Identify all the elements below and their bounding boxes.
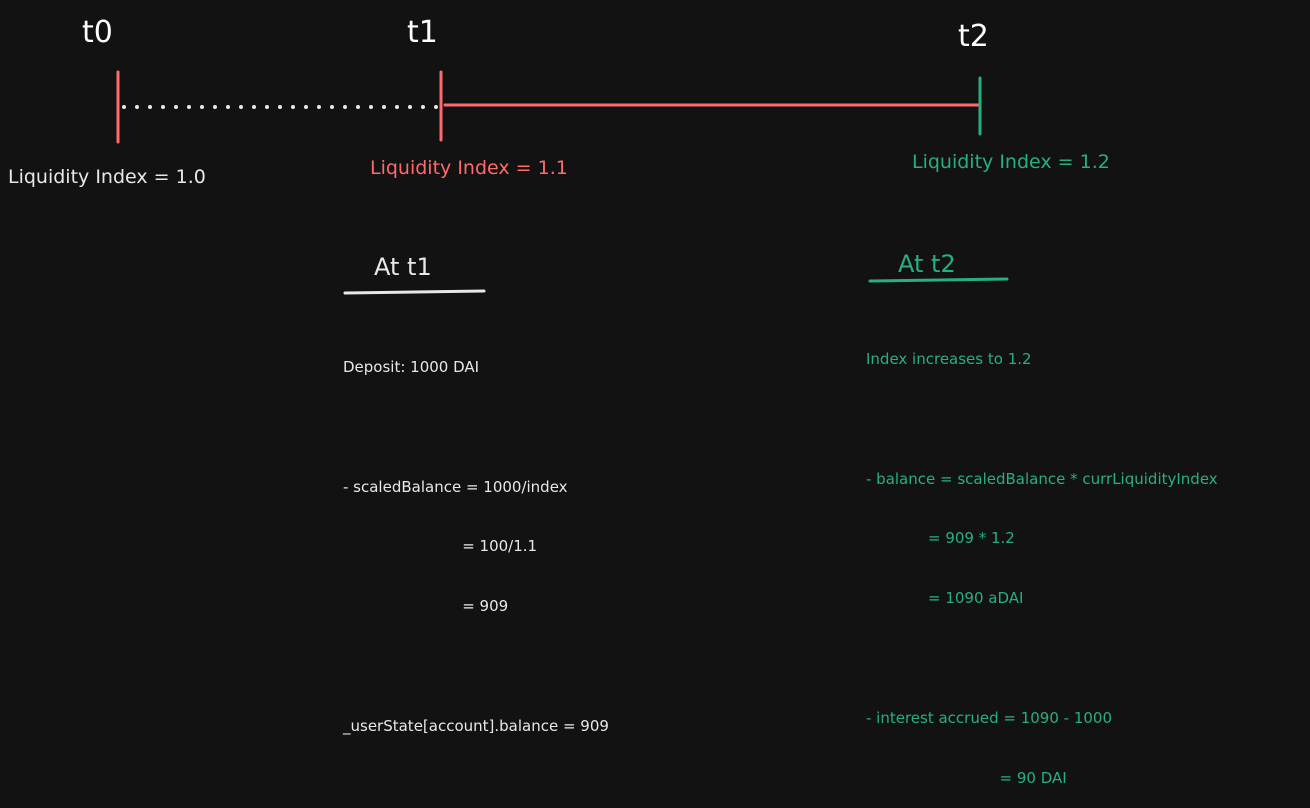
at-t1-line: _userState[account].balance = 909	[343, 716, 609, 735]
t0-label: t0	[82, 15, 113, 50]
at-t1-notes: Deposit: 1000 DAI - scaledBalance = 1000…	[343, 318, 609, 757]
at-t2-line: - interest accrued = 1090 - 1000	[866, 708, 1113, 727]
at-t2-heading: At t2	[898, 250, 956, 278]
at-t1-heading: At t1	[374, 253, 432, 281]
t2-index-label: Liquidity Index = 1.2	[912, 151, 1110, 173]
at-t2-line: - balance = scaledBalance * currLiquidit…	[866, 469, 1218, 488]
at-t1-line: Deposit: 1000 DAI	[343, 357, 480, 376]
at-t2-line: = 1090 aDAI	[866, 589, 1024, 608]
at-t2-line: = 90 DAI	[866, 768, 1067, 787]
at-t1-underline	[343, 289, 486, 295]
at-t2-line: = 909 * 1.2	[866, 529, 1015, 548]
timeline-graphic	[116, 70, 1009, 295]
at-t1-line	[343, 657, 609, 677]
t2-label: t2	[958, 19, 989, 54]
at-t1-line: = 100/1.1	[343, 537, 538, 556]
t1-index-label: Liquidity Index = 1.1	[370, 157, 568, 179]
t0-index-label: Liquidity Index = 1.0	[8, 166, 206, 188]
at-t2-line: Index increases to 1.2	[866, 349, 1032, 368]
at-t1-line	[343, 418, 609, 438]
at-t2-notes: Index increases to 1.2 - balance = scale…	[866, 310, 1218, 808]
at-t2-line	[866, 410, 1218, 430]
at-t1-line: - scaledBalance = 1000/index	[343, 477, 568, 496]
at-t2-line	[866, 649, 1218, 669]
at-t2-underline	[868, 277, 1009, 283]
at-t1-line: = 909	[343, 597, 509, 616]
t1-label: t1	[407, 15, 438, 50]
